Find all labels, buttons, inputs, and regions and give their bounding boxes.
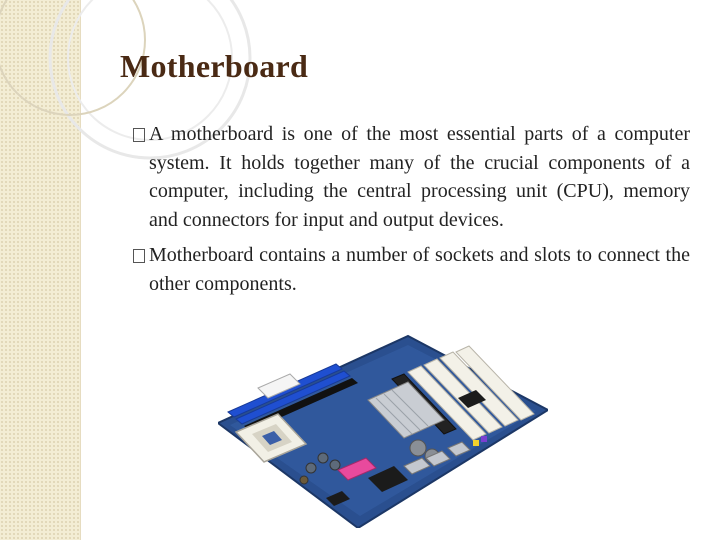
square-bullet-icon bbox=[133, 249, 145, 263]
bullet-item: A motherboard is one of the most essenti… bbox=[133, 120, 690, 234]
motherboard-image bbox=[218, 334, 548, 528]
slide-title: Motherboard bbox=[120, 48, 309, 84]
bullet-text: Motherboard contains a number of sockets… bbox=[149, 244, 690, 295]
bullet-list: A motherboard is one of the most essenti… bbox=[133, 120, 690, 305]
bullet-item: Motherboard contains a number of sockets… bbox=[133, 241, 690, 298]
textured-sidebar bbox=[0, 0, 81, 540]
square-bullet-icon bbox=[133, 128, 145, 142]
bullet-text: A motherboard is one of the most essenti… bbox=[149, 123, 690, 231]
